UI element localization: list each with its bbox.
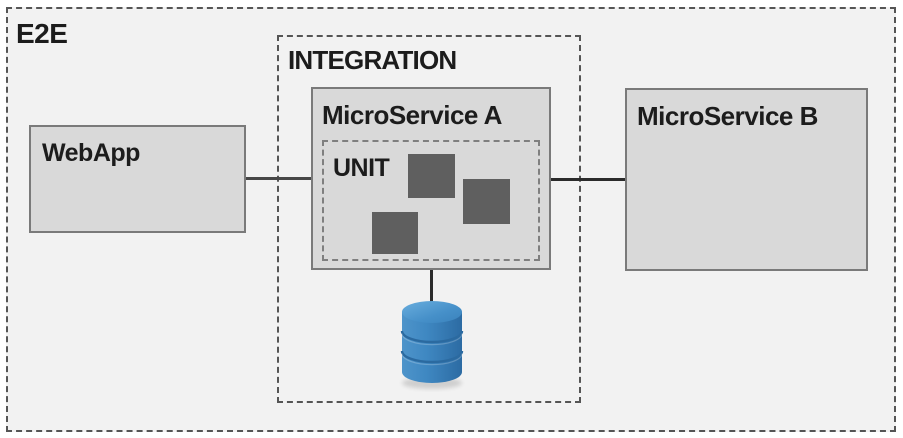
e2e-label: E2E (16, 18, 68, 49)
microservice-a-label: MicroService A (322, 100, 502, 130)
unit-test-block (463, 179, 510, 224)
database-icon (399, 300, 465, 392)
connector-microservice-a-to-database (430, 270, 433, 308)
integration-label: INTEGRATION (288, 45, 457, 75)
microservice-b-box (625, 88, 868, 271)
integration-boundary (277, 35, 581, 403)
webapp-label: WebApp (42, 139, 140, 167)
unit-boundary (322, 140, 540, 261)
unit-label: UNIT (333, 154, 390, 182)
connector-webapp-to-microservice-a (246, 177, 311, 180)
unit-test-block (408, 154, 455, 198)
connector-microservice-a-to-microservice-b (551, 178, 625, 181)
unit-test-block (372, 212, 418, 254)
microservice-b-label: MicroService B (637, 101, 818, 131)
webapp-box (29, 125, 246, 233)
